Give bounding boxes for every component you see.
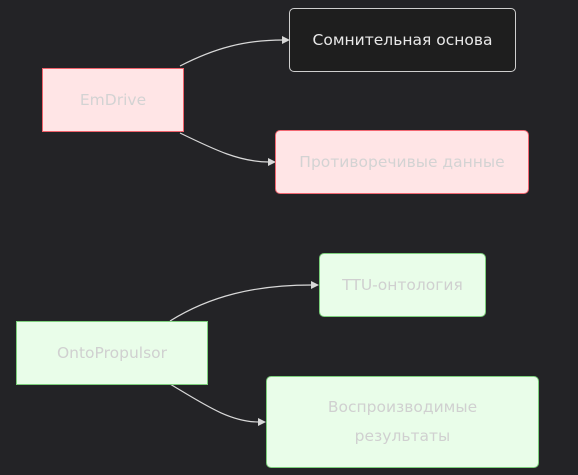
node-ttu-ontology-label: TTU-онтология <box>342 275 463 294</box>
node-reproducible-results-line2: результаты <box>354 427 451 445</box>
node-contradictory-data: Противоречивые данные <box>275 130 529 194</box>
edge-emdrive-to-contradictory-data <box>179 132 270 163</box>
edge-emdrive-to-doubtful-basis <box>179 39 284 67</box>
node-contradictory-data-label: Противоречивые данные <box>299 152 505 171</box>
edge-ontopropulsor-to-reproducible <box>169 383 260 423</box>
node-reproducible-results-text: Воспроизводимые результаты <box>328 393 477 451</box>
node-reproducible-results-line1: Воспроизводимые <box>327 398 478 416</box>
arrowhead-reproducible-results <box>258 418 266 426</box>
node-ttu-ontology: TTU-онтология <box>319 253 486 317</box>
arrowhead-doubtful-basis <box>282 36 290 44</box>
edge-ontopropulsor-to-ttu <box>169 284 313 322</box>
node-emdrive: EmDrive <box>42 68 184 132</box>
arrowhead-contradictory-data <box>268 158 276 166</box>
node-doubtful-basis-label: Сомнительная основа <box>312 30 493 49</box>
node-emdrive-label: EmDrive <box>79 90 147 109</box>
node-ontopropulsor-label: OntoPropulsor <box>56 343 168 362</box>
node-doubtful-basis: Сомнительная основа <box>289 8 516 72</box>
arrowhead-ttu-ontology <box>311 281 319 289</box>
node-reproducible-results: Воспроизводимые результаты <box>266 376 539 468</box>
node-ontopropulsor: OntoPropulsor <box>16 321 208 385</box>
